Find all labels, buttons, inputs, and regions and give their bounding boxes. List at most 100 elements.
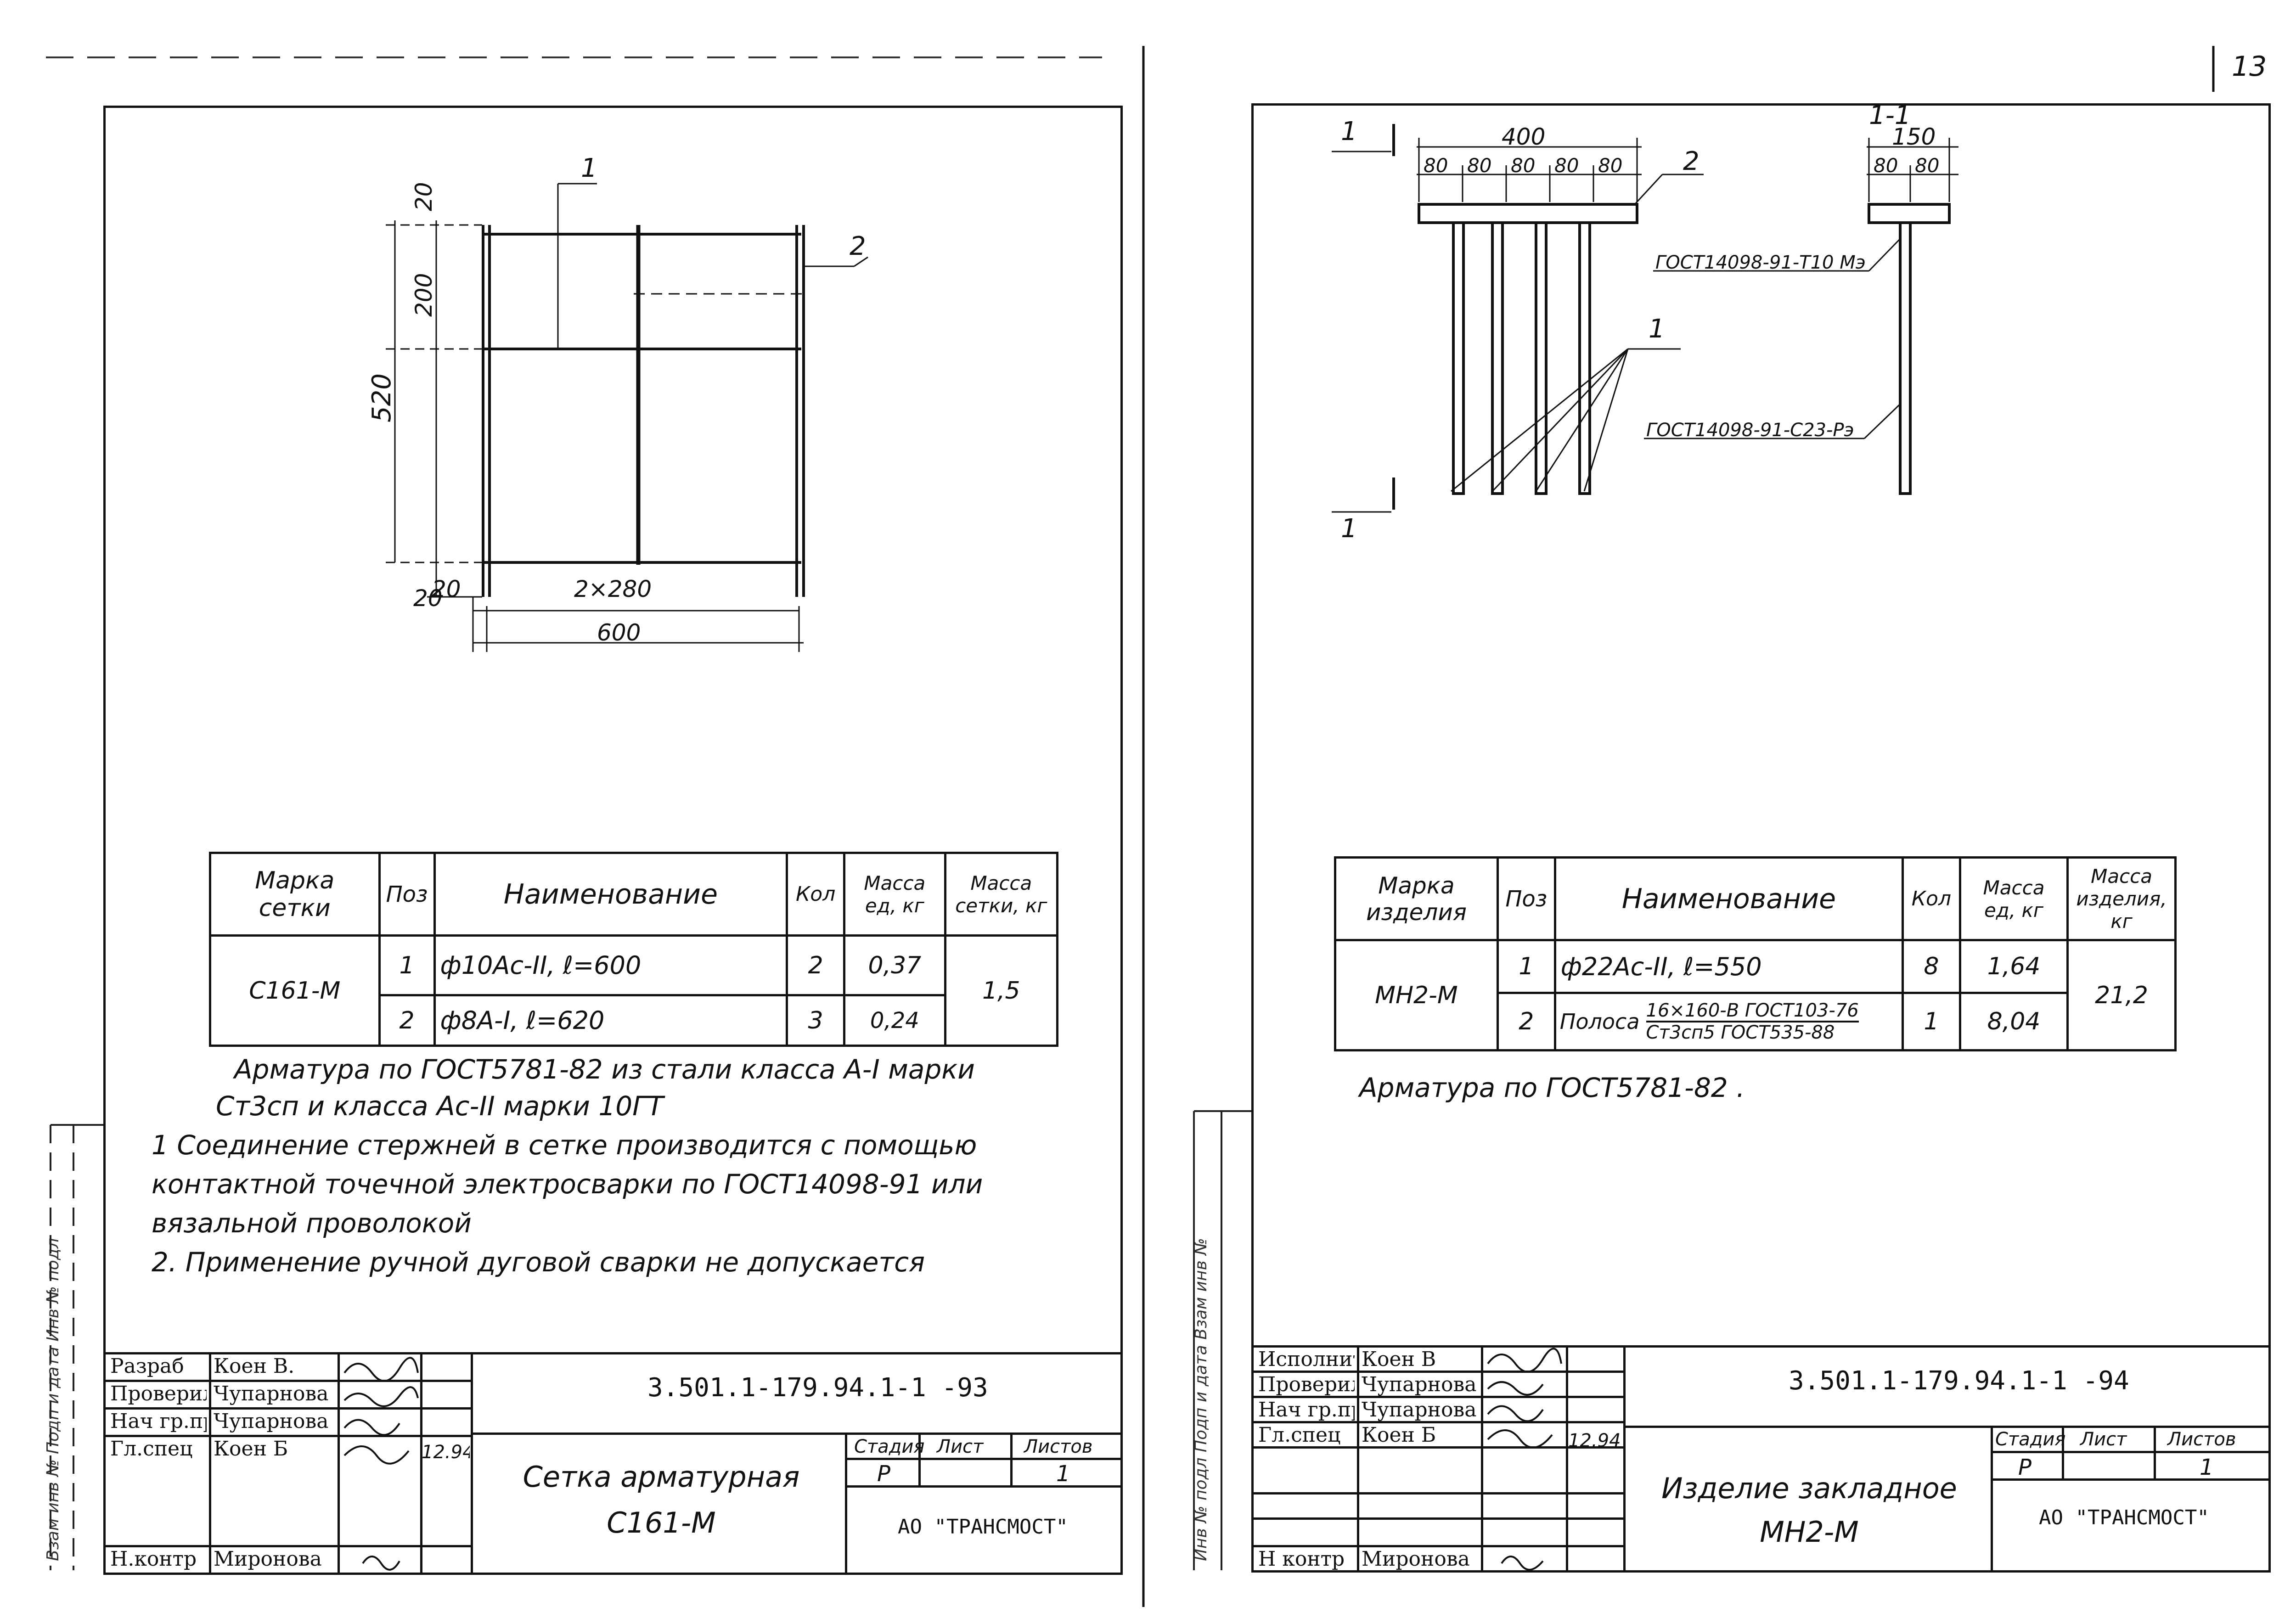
col-qty: Кол — [786, 852, 846, 937]
left-side-strip-lines — [50, 1124, 103, 1570]
sheets-header: Листов — [1024, 1436, 1093, 1457]
stamp-role: Проверил — [110, 1382, 207, 1405]
stamp-date: 12.94 — [422, 1442, 470, 1463]
name-prefix: Полоса — [1559, 1009, 1640, 1034]
stamp-name: Миронова — [214, 1547, 322, 1571]
left-spec-table: Марка сетки Поз Наименование Кол Масса е… — [209, 852, 1059, 1047]
stamp-name: Коен В — [1362, 1348, 1436, 1371]
note-line: Ст3сп и класса Ас-II марки 10ГТ — [216, 1090, 664, 1122]
signatures — [1487, 1348, 1562, 1571]
note-line: Арматура по ГОСТ5781-82 . — [1359, 1072, 1745, 1103]
stamp-name: Коен Б — [1362, 1423, 1436, 1446]
name-cell: ф22Aс-II, ℓ=550 — [1553, 939, 1904, 994]
dim-top: 20 — [411, 182, 437, 211]
weld-note-2: ГОСТ14098-91-С23-Рэ — [1646, 420, 1854, 441]
dim-side-total: 150 — [1892, 124, 1936, 150]
stage-value: Р — [2018, 1455, 2032, 1480]
drawing-code: 3.501.1-179.94.1-1 -93 — [647, 1373, 988, 1403]
stamp-role: Н.контр — [110, 1547, 197, 1571]
page-number: 13 — [2232, 51, 2267, 83]
name-cell: ф10Aс-II, ℓ=600 — [433, 934, 788, 996]
mark-cell: МН2-М — [1334, 939, 1499, 1051]
pos-cell: 2 — [1496, 992, 1556, 1051]
pos-cell: 1 — [378, 934, 436, 996]
stamp-role: Гл.спец — [110, 1437, 193, 1461]
mesh-drawing: 20 200 520 20 20 2×280 600 1 2 — [367, 153, 868, 652]
right-spec-table: Марка изделия Поз Наименование Кол Масса… — [1334, 856, 2177, 1051]
col-name: Наименование — [433, 852, 788, 937]
pos-cell: 1 — [1496, 939, 1556, 994]
dim-total: 400 — [1502, 124, 1545, 150]
note-line: контактной точечной электросварки по ГОС… — [152, 1169, 983, 1200]
right-side-strip-lines — [1193, 1110, 1251, 1570]
signatures — [343, 1357, 419, 1571]
table-row: С161-М 1 ф10Aс-II, ℓ=600 2 0,37 1,5 — [209, 934, 1059, 1047]
stamp-date: 12.94 — [1568, 1430, 1621, 1451]
stamp-name: Чупарнова — [1362, 1398, 1477, 1421]
pos-cell: 2 — [378, 994, 436, 1047]
col-mass: Масса ед, кг — [1958, 856, 2069, 941]
name-cell: Полоса 16×160-В ГОСТ103-76 Ст3сп5 ГОСТ53… — [1553, 992, 1904, 1051]
section-label: 1-1 — [1869, 101, 1911, 130]
dim-total: 600 — [597, 619, 641, 646]
stage-header: Стадия — [854, 1436, 925, 1457]
qty-cell: 2 — [786, 934, 846, 996]
stamp-name: Чупарнова — [214, 1382, 329, 1405]
organization: АО "ТРАНСМОСТ" — [898, 1515, 1068, 1539]
name-bottom: Ст3сп5 ГОСТ535-88 — [1646, 1022, 1835, 1043]
note-line: 2. Применение ручной дуговой сварки не д… — [152, 1247, 925, 1278]
dim-height: 520 — [367, 373, 397, 422]
callout-1: 1 — [581, 153, 597, 183]
col-pos: Поз — [1496, 856, 1556, 941]
section-mark-bottom: 1 — [1341, 514, 1357, 544]
dim-left-margin: 20 — [432, 576, 461, 602]
col-total: Масса изделия, кг — [2066, 856, 2177, 941]
stamp-role: Разраб — [110, 1354, 184, 1378]
total-cell: 21,2 — [2066, 939, 2177, 1051]
col-mass: Масса ед, кг — [843, 852, 946, 937]
dim-span: 2×280 — [574, 576, 652, 602]
table-row: 2 ф8А-I, ℓ=620 3 0,24 — [210, 994, 1058, 1047]
stage-header: Стадия — [1995, 1429, 2066, 1450]
dim-part: 80 — [1598, 154, 1622, 177]
qty-cell: 8 — [1902, 939, 1961, 994]
dim-bottom: 20 — [413, 585, 443, 612]
drawing-title: Изделие закладное — [1661, 1472, 1957, 1505]
dim-part: 80 — [1467, 154, 1491, 177]
qty-cell: 1 — [1902, 992, 1961, 1051]
drawing-code: 3.501.1-179.94.1-1 -94 — [1789, 1366, 2129, 1396]
mass-cell: 8,04 — [1958, 992, 2069, 1051]
stamp-name: Коен В. — [214, 1354, 295, 1378]
total-cell: 1,5 — [944, 934, 1059, 1047]
col-mark: Марка сетки — [209, 852, 381, 937]
col-total: Масса сетки, кг — [944, 852, 1059, 937]
qty-cell: 3 — [786, 994, 846, 1047]
sheets-header: Листов — [2167, 1429, 2236, 1450]
left-sheet-frame — [103, 106, 1123, 1575]
stamp-role: Н контр — [1258, 1547, 1345, 1571]
table-row: 2 Полоса 16×160-В ГОСТ103-76 Ст3сп5 ГОСТ… — [1335, 992, 2176, 1051]
mark-cell: С161-М — [209, 934, 381, 1047]
name-top: 16×160-В ГОСТ103-76 — [1646, 1000, 1859, 1022]
table-row: МН2-М 1 ф22Aс-II, ℓ=550 8 1,64 21,2 — [1334, 939, 2177, 1051]
note-line: вязальной проволокой — [152, 1208, 472, 1239]
sheets-value: 1 — [2200, 1455, 2214, 1480]
stamp-role: Гл.спец — [1258, 1423, 1341, 1446]
stamp-name: Коен Б — [214, 1437, 288, 1461]
callout-2: 2 — [1683, 146, 1699, 176]
note-line: Арматура по ГОСТ5781-82 из стали класса … — [234, 1054, 975, 1085]
stamp-name: Чупарнова — [214, 1410, 329, 1433]
dim-upper: 200 — [411, 273, 437, 317]
callout-1: 1 — [1649, 314, 1665, 344]
stamp-name: Чупарнова — [1362, 1373, 1477, 1396]
col-mark: Марка изделия — [1334, 856, 1499, 941]
stamp-name: Миронова — [1362, 1547, 1470, 1571]
section-mark-top: 1 — [1341, 117, 1357, 146]
mass-cell: 1,64 — [1958, 939, 2069, 994]
col-pos: Поз — [378, 852, 436, 937]
drawing-title: Сетка арматурная — [523, 1460, 800, 1494]
note-line: 1 Соединение стержней в сетке производит… — [152, 1129, 977, 1161]
col-qty: Кол — [1902, 856, 1961, 941]
sheet-header: Лист — [2080, 1429, 2127, 1450]
